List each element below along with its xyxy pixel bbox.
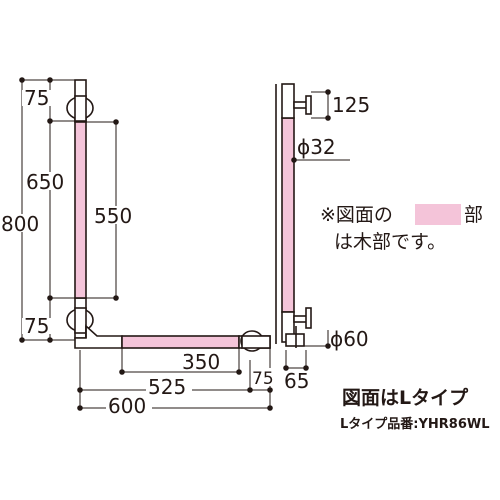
dim-left-top-75: 75 [24,86,49,110]
horizontal-bar-wood [121,335,240,349]
side-dimensions [283,89,350,371]
dim-bottom-350: 350 [182,350,220,374]
dim-bottom-75: 75 [252,369,274,389]
left-dimensions [19,77,119,343]
dim-left-800: 800 [1,212,39,236]
dim-bottom-600: 600 [108,394,146,418]
product-code: Lタイプ品番:YHR86WL [340,416,490,432]
dim-left-650: 650 [26,170,64,194]
dim-side-125: 125 [332,93,370,117]
dim-side-phi60: ϕ60 [330,327,369,351]
dim-left-550: 550 [94,204,132,228]
side-view [275,83,312,348]
note-line1-prefix: ※図面の [320,204,393,226]
drawing-title: 図面はLタイプ [342,386,469,409]
note-line1-suffix: 部 [464,204,483,226]
dim-side-65: 65 [284,369,309,393]
front-view [66,79,271,352]
vertical-bar-wood [74,121,87,299]
side-pipe-wood [281,117,295,313]
dim-left-bottom-75: 75 [24,314,49,338]
dim-bottom-525: 525 [148,375,186,399]
note-line2: は木部です。 [334,231,446,253]
wood-color-swatch [415,204,461,225]
dim-side-phi32: ϕ32 [297,135,336,159]
side-pipe-top-metal [281,83,295,119]
